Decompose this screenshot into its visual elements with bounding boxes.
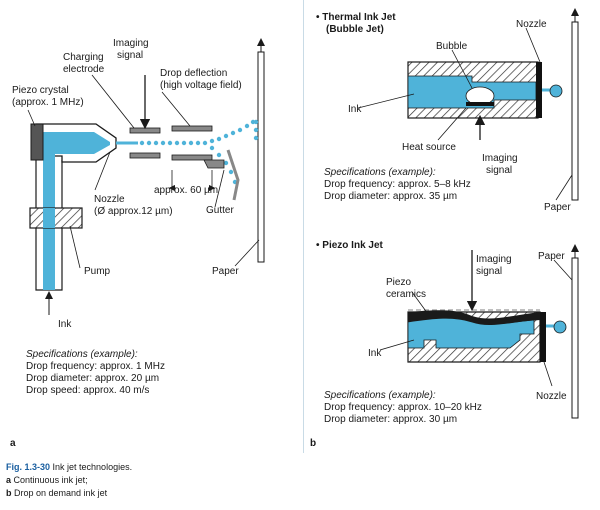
drop-on-demand-diagram: • Thermal Ink Jet (Bubble Jet) Bubble No… (310, 8, 579, 449)
gutter (203, 159, 225, 169)
label-thermal-nozzle: Nozzle (516, 19, 547, 30)
label-piezo-crystal-frequency: (approx. 1 MHz) (12, 97, 84, 108)
charging-electrode-bottom (129, 152, 161, 159)
figure-caption: Fig. 1.3-30 Ink jet technologies. a Cont… (0, 453, 600, 510)
label-thermal-ink: Ink (348, 104, 362, 115)
spec-line: Drop diameter: approx. 35 µm (324, 191, 457, 202)
label-thermal-imaging: Imaging (482, 153, 518, 164)
label-paper: Paper (212, 266, 239, 277)
spec-line: Drop diameter: approx. 30 µm (324, 414, 457, 425)
panel-continuous-ink-jet: Piezo crystal (approx. 1 MHz) Charging e… (0, 0, 304, 453)
label-thermal-imaging-2: signal (486, 165, 512, 176)
thermal-specs-title: Specifications (example): (324, 167, 436, 178)
piezo-nozzle-plate (540, 312, 546, 362)
piezo-crystal (30, 123, 44, 161)
caption-letter-b: b (6, 488, 12, 498)
continuous-ink-jet-diagram: Piezo crystal (approx. 1 MHz) Charging e… (10, 38, 265, 449)
label-piezo-crystal: Piezo crystal (12, 85, 69, 96)
paper-sheet (257, 51, 265, 263)
piezo-ejected-drop (553, 320, 567, 334)
deflection-plate-bottom (171, 154, 213, 161)
caption-item-a: a Continuous ink jet; (6, 475, 88, 485)
label-bubble: Bubble (436, 41, 468, 52)
label-drop-deflection: Drop deflection (160, 68, 227, 79)
label-charging-electrode: Charging (63, 52, 104, 63)
spec-line: Drop frequency: approx. 1 MHz (26, 361, 165, 372)
spec-line: Drop frequency: approx. 5–8 kHz (324, 179, 471, 190)
caption-text-b: Drop on demand ink jet (14, 488, 108, 498)
thermal-title: • Thermal Ink Jet (316, 12, 396, 23)
caption-text-a: Continuous ink jet; (13, 475, 88, 485)
caption-figure-number: Fig. 1.3-30 (6, 462, 51, 472)
label-piezo-ink: Ink (368, 348, 382, 359)
piezo-specs-title: Specifications (example): (324, 390, 436, 401)
panel-drop-on-demand: • Thermal Ink Jet (Bubble Jet) Bubble No… (304, 0, 600, 453)
caption-letter-a: a (6, 475, 12, 485)
panel-letter-b: b (310, 438, 316, 449)
label-heat-source: Heat source (402, 142, 456, 153)
piezo-paper (571, 257, 579, 419)
spec-line: Drop frequency: approx. 10–20 kHz (324, 402, 482, 413)
thermal-nozzle-plate (536, 62, 542, 118)
caption-title: Ink jet technologies. (52, 462, 133, 472)
label-piezo-ceramics-2: ceramics (386, 289, 426, 300)
label-pump: Pump (84, 266, 111, 277)
piezo-ceramics (408, 310, 540, 325)
label-thermal-paper: Paper (544, 202, 571, 213)
piezo-title: • Piezo Ink Jet (316, 240, 384, 251)
label-imaging-signal-2: signal (117, 50, 143, 61)
caption-title-line: Fig. 1.3-30 Ink jet technologies. (6, 462, 132, 472)
deflection-plate-top (171, 125, 213, 132)
thermal-subtitle: (Bubble Jet) (326, 24, 384, 35)
label-nozzle-diameter: (Ø approx.12 µm) (94, 206, 173, 217)
specs-title: Specifications (example): (26, 349, 138, 360)
label-charging-electrode-2: electrode (63, 64, 105, 75)
heat-source (466, 102, 494, 106)
ink-drops (139, 119, 256, 185)
label-gap: approx. 60 µm (154, 185, 218, 196)
charging-electrode-top (129, 127, 161, 134)
label-ink: Ink (58, 319, 72, 330)
label-piezo-imaging-2: signal (476, 266, 502, 277)
label-imaging-signal: Imaging (113, 38, 149, 49)
spec-line: Drop diameter: approx. 20 µm (26, 373, 159, 384)
spec-line: Drop speed: approx. 40 m/s (26, 385, 149, 396)
label-piezo-ceramics: Piezo (386, 277, 411, 288)
label-gutter: Gutter (206, 205, 234, 216)
label-nozzle: Nozzle (94, 194, 125, 205)
thermal-paper (571, 21, 579, 201)
label-piezo-imaging: Imaging (476, 254, 512, 265)
label-piezo-paper: Paper (538, 251, 565, 262)
pump-block (29, 207, 83, 229)
label-high-voltage-field: (high voltage field) (160, 80, 242, 91)
caption-item-b: b Drop on demand ink jet (6, 488, 107, 498)
label-piezo-nozzle: Nozzle (536, 391, 567, 402)
panel-letter-a: a (10, 438, 16, 449)
